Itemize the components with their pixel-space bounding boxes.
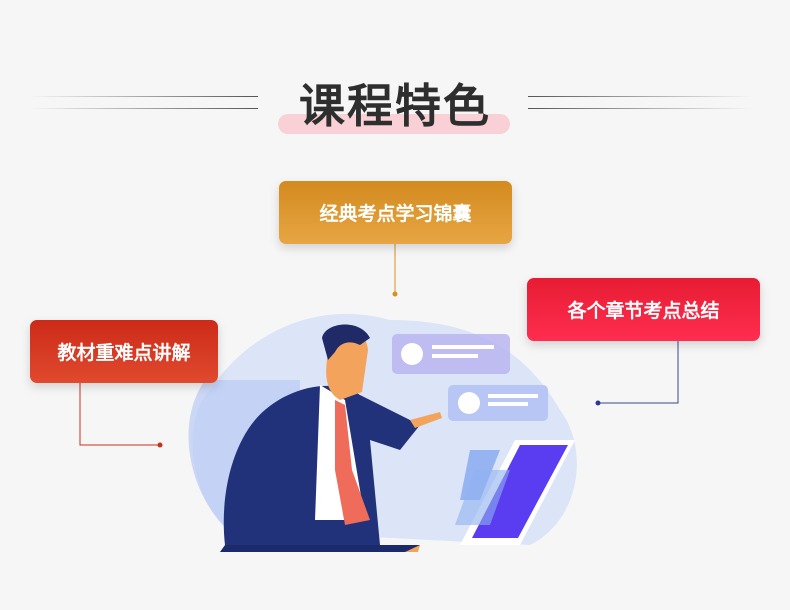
feature-tag-chapter-summary: 各个章节考点总结 bbox=[527, 278, 760, 341]
decor-line bbox=[30, 96, 258, 97]
page-title: 课程特色 bbox=[299, 79, 491, 133]
title-highlight bbox=[278, 114, 510, 134]
decor-line bbox=[528, 96, 753, 97]
decor-line bbox=[528, 108, 753, 109]
decor-line bbox=[30, 108, 258, 109]
feature-tag-key-points: 经典考点学习锦囊 bbox=[279, 181, 512, 244]
feature-tag-textbook-difficulties: 教材重难点讲解 bbox=[30, 320, 218, 383]
